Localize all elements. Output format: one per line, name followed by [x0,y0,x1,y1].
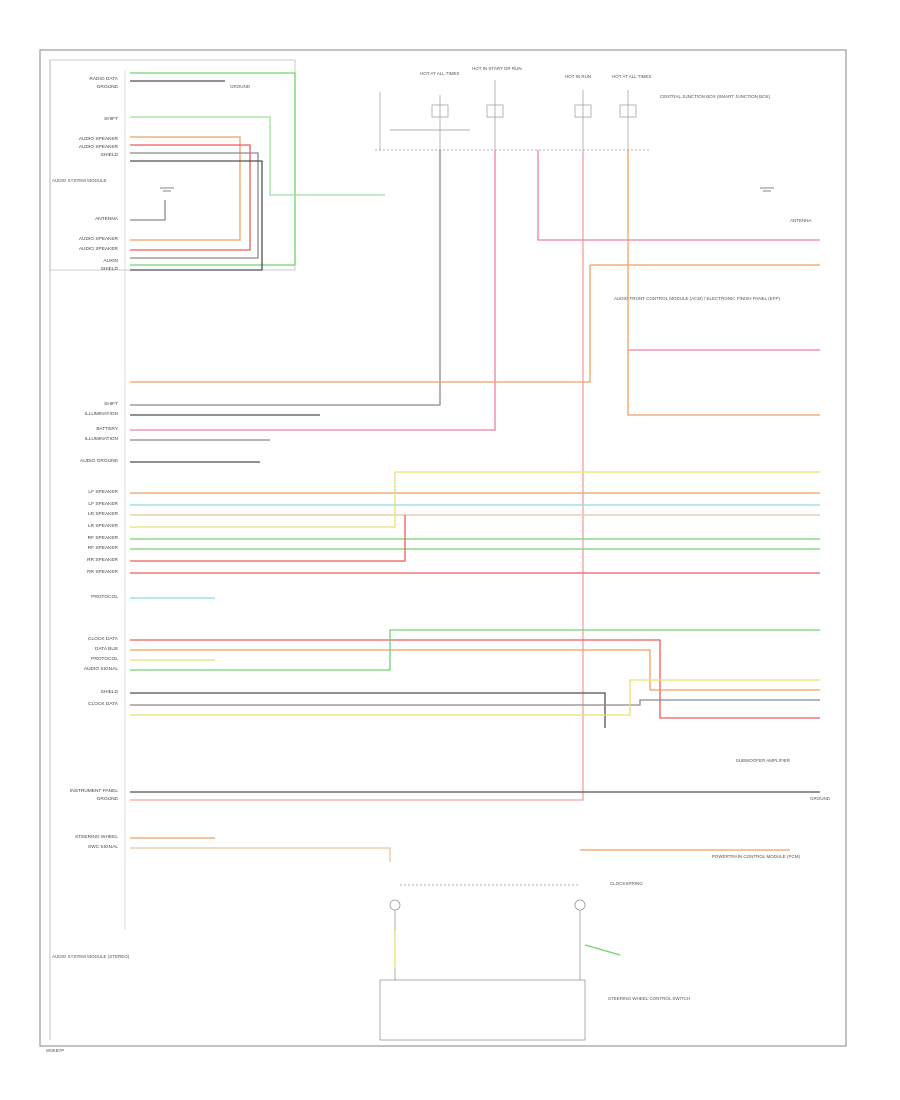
diagram-frame [39,49,847,1047]
pin-label: SHIELD [101,152,119,158]
pin-label: SHIFT [104,116,118,122]
pin-label: RF SPEAKER [88,535,119,541]
steering-switch-label: STEERING WHEEL CONTROL SWITCH [608,996,690,1001]
pin-label: LR SPEAKER [88,511,119,517]
data-bus-wires [130,629,820,862]
audio-module-label: AUDIO SYSTEM MODULE [52,178,107,183]
pin-label: RR SPEAKER [87,569,118,575]
pin-label: AUDIO SPEAKER [79,136,119,142]
pin-label: ILLUMINATION [85,411,119,417]
top-label-4: HOT AT ALL TIMES [612,74,652,79]
ground-top-label: GROUND [230,84,251,89]
acm-label: AUDIO FRONT CONTROL MODULE (ACM) / ELECT… [614,296,781,301]
pin-label: AUDIO SPEAKER [79,246,119,252]
top-label-1: HOT AT ALL TIMES [420,71,460,76]
pcm-label: POWERTRAIN CONTROL MODULE (PCM) [712,854,801,859]
pin-label: PROTOCOL [91,656,118,662]
pin-label: RF SPEAKER [88,545,119,551]
steering-switch-box [379,884,586,1041]
pin-label: SHIELD [101,689,119,695]
pin-label: AUXIN [103,258,118,264]
fuse-panel [375,80,650,151]
left-pin-labels: RADIO DATA GROUND SHIFT AUDIO SPEAKER AUDIO … [70,76,119,850]
pin-label: CLOCK DATA [88,701,119,707]
steering-switch-wires [394,930,621,968]
clockspring-label: CLOCKSPRING [610,881,643,886]
pin-label: SWC SIGNAL [88,844,118,850]
pin-label: SHIFT [104,401,118,407]
amplifier-label: SUBWOOFER AMPLIFIER [736,758,791,763]
pin-label: CLOCK DATA [88,636,119,642]
ground-right-label: GROUND [810,796,831,801]
audio-module-stereo-label: AUDIO SYSTEM MODULE (STEREO) [52,954,130,959]
pin-label: INSTRUMENT PANEL [70,788,118,794]
pin-label: DATA BUS [95,646,118,652]
pin-label: GROUND [97,84,119,90]
pin-label: ILLUMINATION [85,436,119,442]
pin-label: AUDIO SIGNAL [84,666,118,672]
antenna-label: ANTENNA [790,218,812,223]
pin-label: AUDIO SPEAKER [79,144,119,150]
ground-symbol-right [760,187,774,192]
footer-code: W0KB7P [46,1048,64,1053]
pin-label: PROTOCOL [91,594,118,600]
pin-label: ANTENNA [95,216,119,222]
pin-label: SHIELD [101,266,119,272]
pin-label: LR SPEAKER [88,523,119,529]
upper-wires [130,72,385,271]
pin-label: LF SPEAKER [88,489,118,495]
top-label-2: HOT IN START OR RUN [472,66,522,71]
speaker-wires [130,414,820,599]
pin-label: STEERING WHEEL [75,834,118,840]
pin-label: GROUND [97,796,119,802]
central-junction-box-label: CENTRAL JUNCTION BOX (SMART JUNCTION BOX… [660,94,771,99]
fuse-feeds [130,150,820,801]
pin-label: AUDIO GROUND [80,458,118,464]
pin-label: RR SPEAKER [87,557,118,563]
ground-symbol-left [160,187,174,192]
pin-label: RADIO DATA [89,76,118,82]
pin-label: AUDIO SPEAKER [79,236,119,242]
pin-label: BATTERY [96,426,118,432]
top-label-3: HOT IN RUN [565,74,591,79]
pin-label: LF SPEAKER [88,501,118,507]
